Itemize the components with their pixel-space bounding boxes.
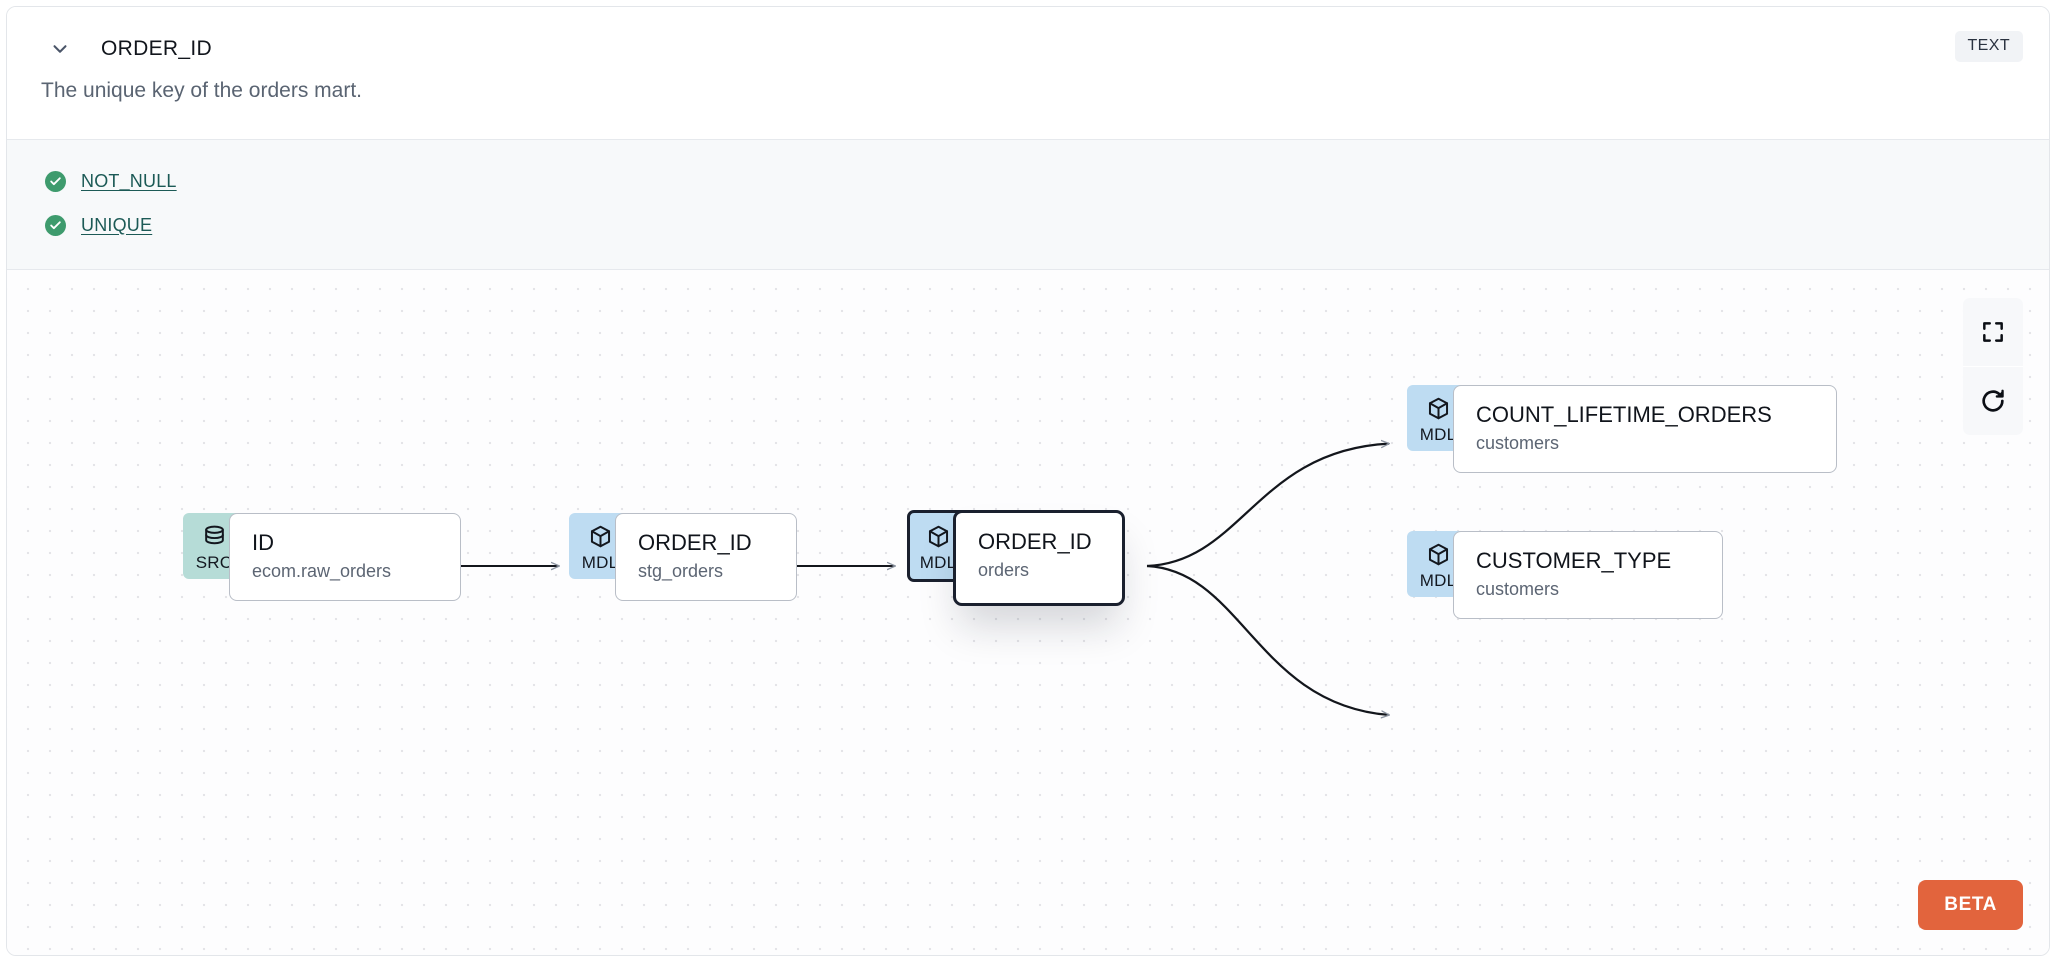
column-detail-card: ORDER_ID TEXT The unique key of the orde… <box>6 6 2050 956</box>
edge-orders-to-customer-type <box>1146 564 1389 715</box>
node-body: CUSTOMER_TYPE customers <box>1453 531 1723 620</box>
cube-icon <box>1426 395 1451 422</box>
lineage-node-stg-orders[interactable]: MDL ORDER_ID stg_orders <box>569 513 797 602</box>
cube-icon <box>1426 541 1451 568</box>
lineage-graph-canvas[interactable]: SRC ID ecom.raw_orders <box>7 270 2049 955</box>
node-badge-label: MDL <box>1419 571 1457 590</box>
node-resource-name: customers <box>1476 579 1560 600</box>
test-link-not-null[interactable]: NOT_NULL <box>81 170 177 191</box>
lineage-node-customer-type[interactable]: MDL CUSTOMER_TYPE customers <box>1407 531 1723 620</box>
node-column-name: ORDER_ID <box>638 530 752 555</box>
node-body: ORDER_ID orders <box>953 510 1125 606</box>
node-resource-name: ecom.raw_orders <box>252 561 392 582</box>
check-circle-icon <box>45 214 66 236</box>
node-badge-label: MDL <box>919 553 957 572</box>
card-header: ORDER_ID TEXT The unique key of the orde… <box>7 7 2049 139</box>
node-column-name: ID <box>252 530 274 555</box>
edge-orders-to-count-lifetime-orders <box>1146 444 1389 568</box>
node-body: COUNT_LIFETIME_ORDERS customers <box>1453 385 1837 474</box>
check-circle-icon <box>45 170 66 192</box>
fit-view-icon[interactable] <box>1963 298 2023 366</box>
lineage-edges <box>459 270 2049 955</box>
node-badge-label: MDL <box>581 553 619 572</box>
data-type-badge: TEXT <box>1954 31 2023 62</box>
tests-section: NOT_NULL UNIQUE <box>7 139 2049 270</box>
node-resource-name: customers <box>1476 433 1560 454</box>
node-body: ID ecom.raw_orders <box>229 513 461 602</box>
lineage-node-src-id[interactable]: SRC ID ecom.raw_orders <box>183 513 461 602</box>
database-icon <box>202 523 227 550</box>
node-column-name: ORDER_ID <box>978 529 1092 554</box>
test-link-unique[interactable]: UNIQUE <box>81 214 153 235</box>
lineage-node-count-lifetime-orders[interactable]: MDL COUNT_LIFETIME_ORDERS customers <box>1407 385 1837 474</box>
node-badge-label: MDL <box>1419 425 1457 444</box>
page-title: ORDER_ID <box>101 37 212 60</box>
node-resource-name: stg_orders <box>638 561 724 582</box>
test-row: NOT_NULL <box>7 159 2049 203</box>
node-column-name: COUNT_LIFETIME_ORDERS <box>1476 402 1772 427</box>
beta-badge[interactable]: BETA <box>1918 880 2023 930</box>
cube-icon <box>588 523 613 550</box>
test-row: UNIQUE <box>7 203 2049 247</box>
refresh-icon[interactable] <box>1963 366 2023 435</box>
lineage-node-orders-selected[interactable]: MDL ORDER_ID orders <box>907 510 1125 606</box>
canvas-controls <box>1963 298 2023 435</box>
node-badge-label: SRC <box>195 553 233 572</box>
node-body: ORDER_ID stg_orders <box>615 513 797 602</box>
node-resource-name: orders <box>978 560 1030 581</box>
header-title-row: ORDER_ID <box>7 7 2049 69</box>
node-column-name: CUSTOMER_TYPE <box>1476 548 1672 573</box>
chevron-down-icon[interactable] <box>47 36 73 62</box>
column-description: The unique key of the orders mart. <box>41 79 362 102</box>
cube-icon <box>926 523 951 550</box>
